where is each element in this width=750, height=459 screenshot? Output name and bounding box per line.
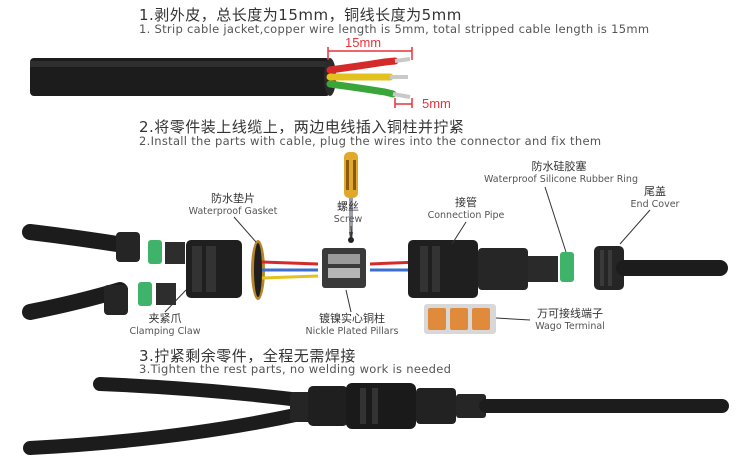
cable-jacket <box>30 58 330 96</box>
pipe-label: 接管 Connection Pipe <box>416 196 516 222</box>
ring-label: 防水硅胶塞 Waterproof Silicone Rubber Ring <box>484 160 638 186</box>
left-green-ring-upper <box>148 240 162 264</box>
left-end-cover-upper <box>116 232 140 262</box>
right-green-ring <box>560 252 574 282</box>
pillars-label: 镀镍实心铜柱 Nickle Plated Pillars <box>294 312 410 338</box>
claw-label-cn: 夹紧爪 <box>148 312 182 325</box>
wago-label: 万可接线端子 Wago Terminal <box>528 307 612 333</box>
screwdriver-shaft <box>349 198 353 232</box>
screw-label-en: Screw <box>333 214 363 225</box>
gasket-label: 防水垫片 Waterproof Gasket <box>178 192 288 218</box>
cover-label-en: End Cover <box>630 199 680 210</box>
step3-title: 3.拧紧剩余零件，全程无需焊接 <box>139 347 356 365</box>
claw-label-en: Clamping Claw <box>129 326 201 337</box>
claw-label: 夹紧爪 Clamping Claw <box>120 312 210 338</box>
step1-title: 1.剥外皮，总长度为15mm，铜线长度为5mm <box>139 6 462 24</box>
ring-label-cn: 防水硅胶塞 <box>531 160 587 173</box>
screw-part <box>348 237 354 243</box>
final-cable-left-upper <box>93 377 307 407</box>
screw-label: 螺丝 Screw <box>318 200 378 226</box>
final-connector <box>346 383 416 429</box>
step2-subtitle: 2.Install the parts with cable, plug the… <box>139 134 602 148</box>
step3-subtitle: 3.Tighten the rest parts, no welding wor… <box>139 362 452 376</box>
wire-red <box>326 57 399 74</box>
screw-label-cn: 螺丝 <box>337 200 359 213</box>
step1-subtitle: 1. Strip cable jacket,copper wire length… <box>139 22 650 36</box>
wire-green <box>326 80 397 98</box>
dim-copper-label: 5mm <box>422 96 451 111</box>
left-green-ring-lower <box>138 282 152 306</box>
final-cable-left-lower <box>23 407 307 455</box>
pipe-label-en: Connection Pipe <box>427 210 505 221</box>
wago-label-en: Wago Terminal <box>535 321 605 332</box>
step2-title: 2.将零件装上线缆上，两边电线插入铜柱并拧紧 <box>139 118 465 136</box>
pipe-label-cn: 接管 <box>455 196 477 209</box>
cover-label-cn: 尾盖 <box>644 185 666 198</box>
ring-label-en: Waterproof Silicone Rubber Ring <box>484 174 638 185</box>
cover-label: 尾盖 End Cover <box>620 185 690 211</box>
gasket-label-cn: 防水垫片 <box>211 192 255 205</box>
pillars-label-cn: 镀镍实心铜柱 <box>319 312 385 325</box>
dim-total-label: 15mm <box>345 35 382 50</box>
wago-label-cn: 万可接线端子 <box>537 307 603 320</box>
gasket-label-en: Waterproof Gasket <box>188 206 278 217</box>
pillars-label-en: Nickle Plated Pillars <box>305 326 399 337</box>
